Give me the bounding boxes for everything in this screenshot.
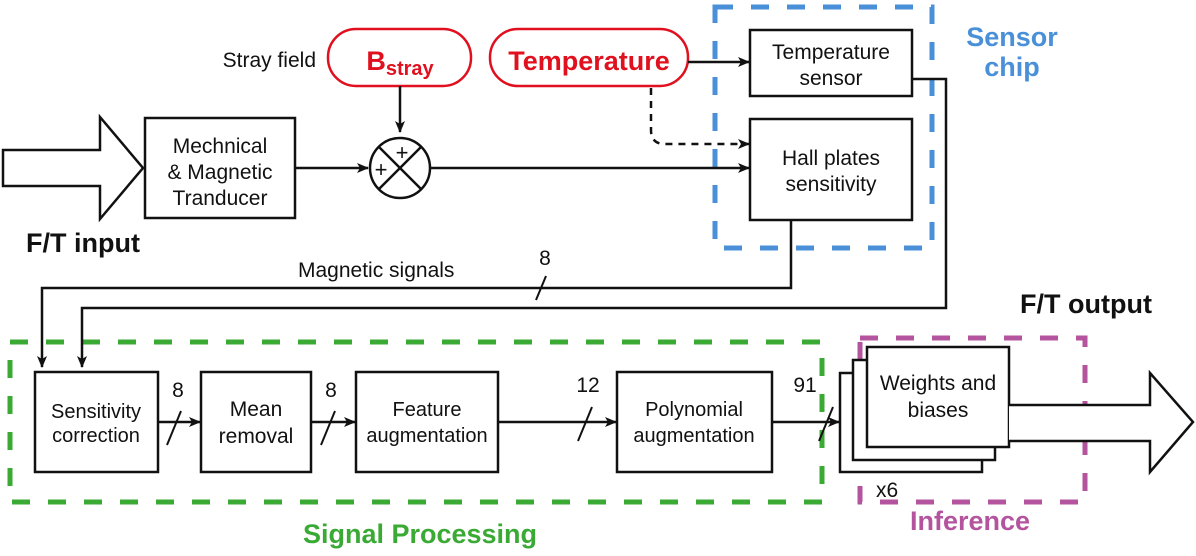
weights-biases-line2: biases — [908, 399, 969, 422]
b-stray-label: Bstray — [366, 46, 434, 80]
bus-width-4: 91 — [793, 374, 816, 397]
transducer-label-line3: Tranducer — [173, 187, 268, 210]
weights-biases-line1: Weights and — [880, 372, 996, 395]
svg-text:correction: correction — [52, 425, 140, 447]
sp-block-polynomial-augmentation: Polynomial augmentation — [615, 370, 774, 474]
transducer-block — [143, 116, 297, 220]
bus-width-3: 12 — [576, 374, 599, 397]
inference-multiplier: x6 — [876, 479, 898, 502]
ft-input-label: F/T input — [26, 228, 140, 258]
bus-width-2: 8 — [325, 379, 337, 402]
sensor-chip-title-line2: chip — [984, 52, 1040, 82]
hall-plates-line1: Hall plates — [782, 147, 880, 170]
sensor-chip-frame — [712, 4, 935, 251]
sum-sign-left: + — [375, 157, 388, 182]
svg-text:Feature: Feature — [393, 399, 462, 421]
transducer-label-line1: Mechnical — [173, 135, 268, 158]
sp-block-feature-augmentation: Feature augmentation — [354, 370, 500, 474]
signal-processing-title: Signal Processing — [303, 519, 537, 549]
signal-processing-frame — [7, 339, 825, 505]
inference-title: Inference — [910, 506, 1030, 536]
hall-plates-block — [748, 117, 914, 222]
summing-junction: + + — [368, 136, 432, 200]
magnetic-signals-width: 8 — [539, 247, 551, 270]
temperature-pill — [488, 27, 690, 88]
magnetic-signals-label: Magnetic signals — [298, 259, 454, 282]
svg-text:removal: removal — [219, 425, 294, 448]
temperature-label: Temperature — [508, 46, 670, 76]
transducer-label-line2: & Magnetic — [167, 161, 272, 184]
svg-text:Sensitivity: Sensitivity — [51, 401, 141, 423]
temperature-sensor-line2: sensor — [799, 67, 862, 90]
b-stray-symbol: B — [366, 46, 386, 76]
ft-input-arrow — [1, 113, 145, 223]
b-stray-subscript: stray — [386, 58, 435, 80]
svg-text:Polynomial: Polynomial — [645, 399, 743, 421]
hall-plates-line2: sensitivity — [785, 173, 877, 196]
sp-block-sensitivity-correction: Sensitivity correction — [33, 370, 160, 474]
inference-stack: Weights and biases — [838, 345, 1011, 474]
bus-width-1: 8 — [172, 379, 184, 402]
stray-field-caption: Stray field — [223, 49, 316, 72]
temperature-wire — [77, 77, 948, 368]
svg-text:augmentation: augmentation — [366, 425, 487, 447]
temperature-sensor-block — [748, 28, 914, 98]
temperature-sensor-line1: Temperature — [772, 41, 890, 64]
magnetic-signals-wire — [37, 220, 793, 368]
ft-output-arrow — [1009, 369, 1195, 476]
svg-text:Mean: Mean — [230, 398, 283, 421]
ft-output-label: F/T output — [1020, 289, 1152, 319]
temperature-dashed-link — [649, 88, 750, 149]
sp-block-mean-removal: Mean removal — [199, 370, 313, 474]
sum-sign-top: + — [396, 140, 409, 165]
sensor-chip-title-line1: Sensor — [966, 22, 1058, 52]
svg-text:augmentation: augmentation — [633, 425, 754, 447]
